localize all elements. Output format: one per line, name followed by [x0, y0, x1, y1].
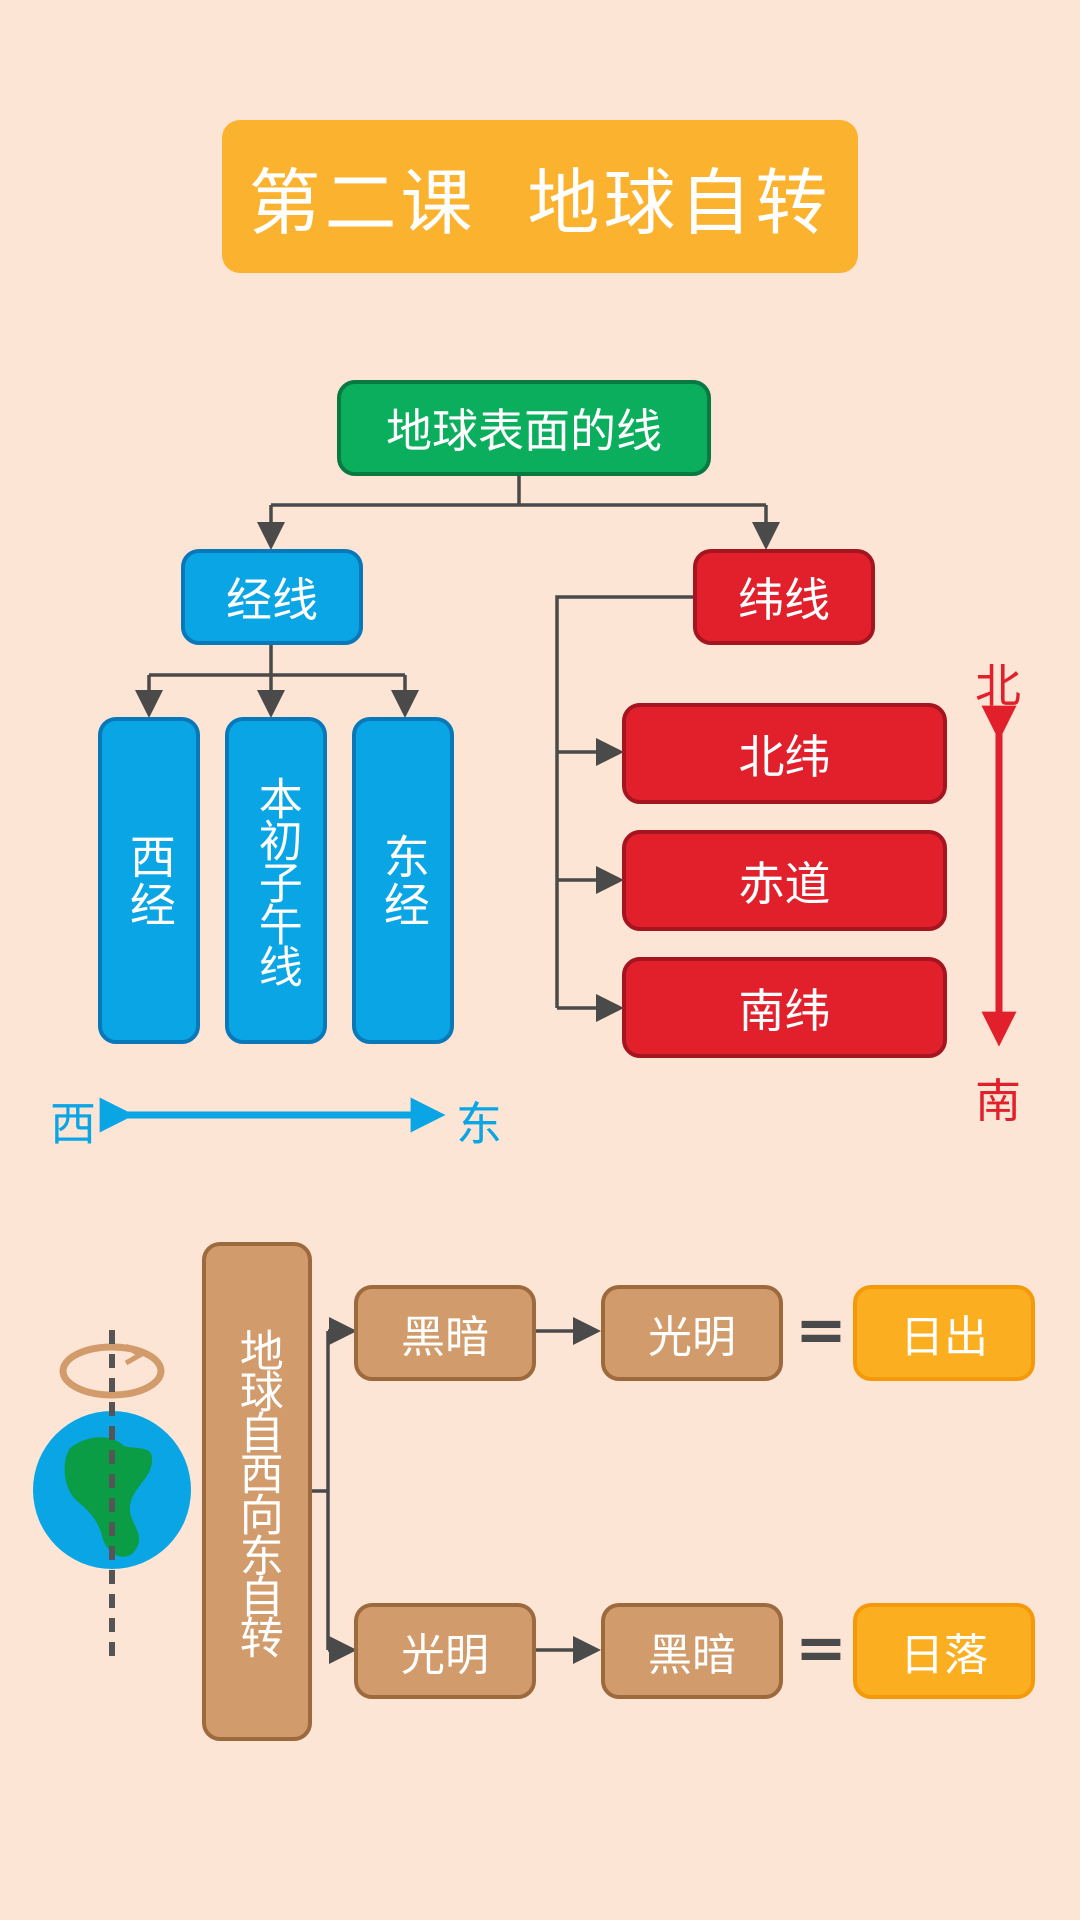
prime-meridian-node: 本初子午线: [225, 717, 327, 1044]
parallel-branch-line: [555, 595, 695, 1008]
root-to-branches-line: [271, 476, 766, 507]
south-latitude-node: 南纬: [622, 957, 947, 1058]
parallel-node: 纬线: [693, 549, 875, 645]
rotating-earth-icon: [33, 1330, 191, 1660]
rotation-branch-line: [312, 1331, 330, 1650]
west-longitude-node: 西经: [98, 717, 200, 1044]
north-latitude-node: 北纬: [622, 703, 947, 804]
meridian-node: 经线: [181, 549, 363, 645]
row1-equals-sign: =: [795, 1293, 847, 1366]
prime-meridian-label: 本初子午线: [250, 775, 302, 986]
lesson-title: 第二课 地球自转: [222, 120, 858, 273]
rotation-label: 地球自西向东自转: [231, 1327, 283, 1656]
west-direction-label: 西: [50, 1097, 96, 1151]
equator-node: 赤道: [622, 830, 947, 931]
row1-to-node: 光明: [601, 1285, 783, 1381]
east-direction-label: 东: [456, 1097, 502, 1151]
meridian-branch-line: [149, 645, 405, 677]
root-node: 地球表面的线: [337, 380, 711, 476]
north-direction-label: 北: [975, 659, 1021, 713]
rotation-node: 地球自西向东自转: [202, 1242, 312, 1741]
west-longitude-label: 西经: [122, 832, 177, 929]
row1-result-node: 日出: [853, 1285, 1035, 1381]
row1-from-node: 黑暗: [354, 1285, 536, 1381]
row2-from-node: 光明: [354, 1603, 536, 1699]
row2-equals-sign: =: [795, 1611, 847, 1684]
row2-result-node: 日落: [853, 1603, 1035, 1699]
row2-to-node: 黑暗: [601, 1603, 783, 1699]
east-longitude-label: 东经: [376, 832, 431, 929]
east-longitude-node: 东经: [352, 717, 454, 1044]
south-direction-label: 南: [975, 1074, 1021, 1128]
